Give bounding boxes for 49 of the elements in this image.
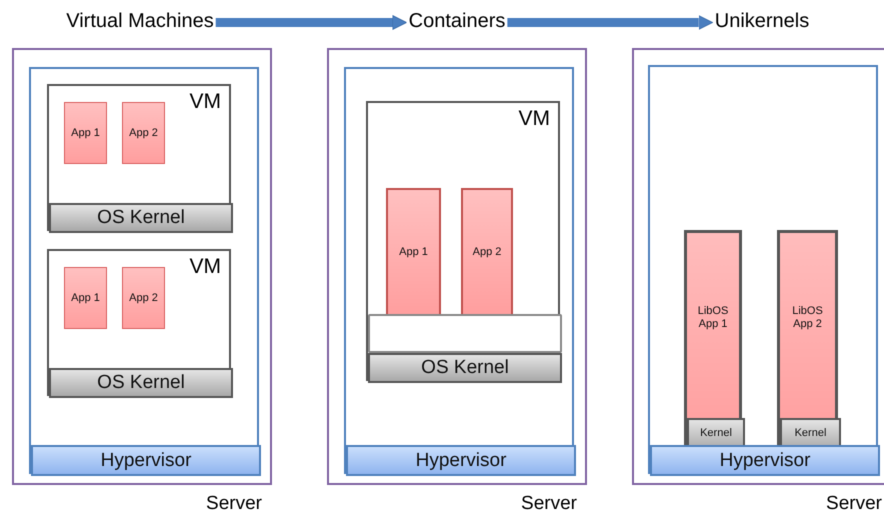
kernel-label: OS Kernel <box>421 357 509 379</box>
arrow <box>216 15 407 30</box>
app-label: LibOS App 2 <box>791 304 824 330</box>
unikernel-column <box>684 230 742 445</box>
app-label: App 2 <box>129 292 158 304</box>
app-box <box>64 267 107 329</box>
container-app-box <box>386 188 441 315</box>
kernel-bar <box>368 353 562 383</box>
server-label: Server <box>826 493 882 513</box>
hypervisor-bar <box>31 445 261 476</box>
app-label: LibOS App 1 <box>696 304 730 330</box>
app-label: App 2 <box>129 126 158 140</box>
vm-label: VM <box>190 255 221 278</box>
app-box <box>122 267 165 329</box>
app-label: App 2 <box>472 246 502 259</box>
hypervisor-bar <box>650 445 880 476</box>
app-label: App 1 <box>399 246 428 259</box>
vm-box <box>366 101 560 381</box>
kernel-label: Kernel <box>794 426 826 440</box>
hypervisor-label: Hypervisor <box>416 450 506 472</box>
host-frame <box>29 67 259 474</box>
vm-label: VM <box>518 107 550 130</box>
container-app-box <box>461 188 513 315</box>
vm-box <box>47 249 231 396</box>
server-label: Server <box>206 493 262 513</box>
kernel-bar <box>49 368 233 398</box>
app-box <box>64 102 107 164</box>
panel-heading: Containers <box>408 10 506 32</box>
unikernel-column <box>777 230 838 445</box>
server-label: Server <box>521 493 577 513</box>
hypervisor-label: Hypervisor <box>100 450 192 472</box>
kernel-bar <box>687 418 745 448</box>
host-frame <box>344 67 574 474</box>
panel-heading: Unikernels <box>714 10 810 32</box>
app-label: App 1 <box>71 126 100 140</box>
kernel-label: Kernel <box>700 426 732 440</box>
arrow <box>507 15 714 30</box>
empty-layer-bar <box>368 314 562 353</box>
hypervisor-label: Hypervisor <box>720 450 810 472</box>
app-box <box>122 102 165 164</box>
hypervisor-bar <box>346 445 576 476</box>
app-label: App 1 <box>71 292 100 304</box>
panel-heading: Virtual Machines <box>66 10 214 32</box>
kernel-label: OS Kernel <box>97 372 185 394</box>
kernel-label: OS Kernel <box>97 207 185 229</box>
kernel-bar <box>49 203 233 233</box>
vm-label: VM <box>190 90 221 113</box>
vm-box <box>47 84 231 231</box>
kernel-bar <box>780 418 841 448</box>
